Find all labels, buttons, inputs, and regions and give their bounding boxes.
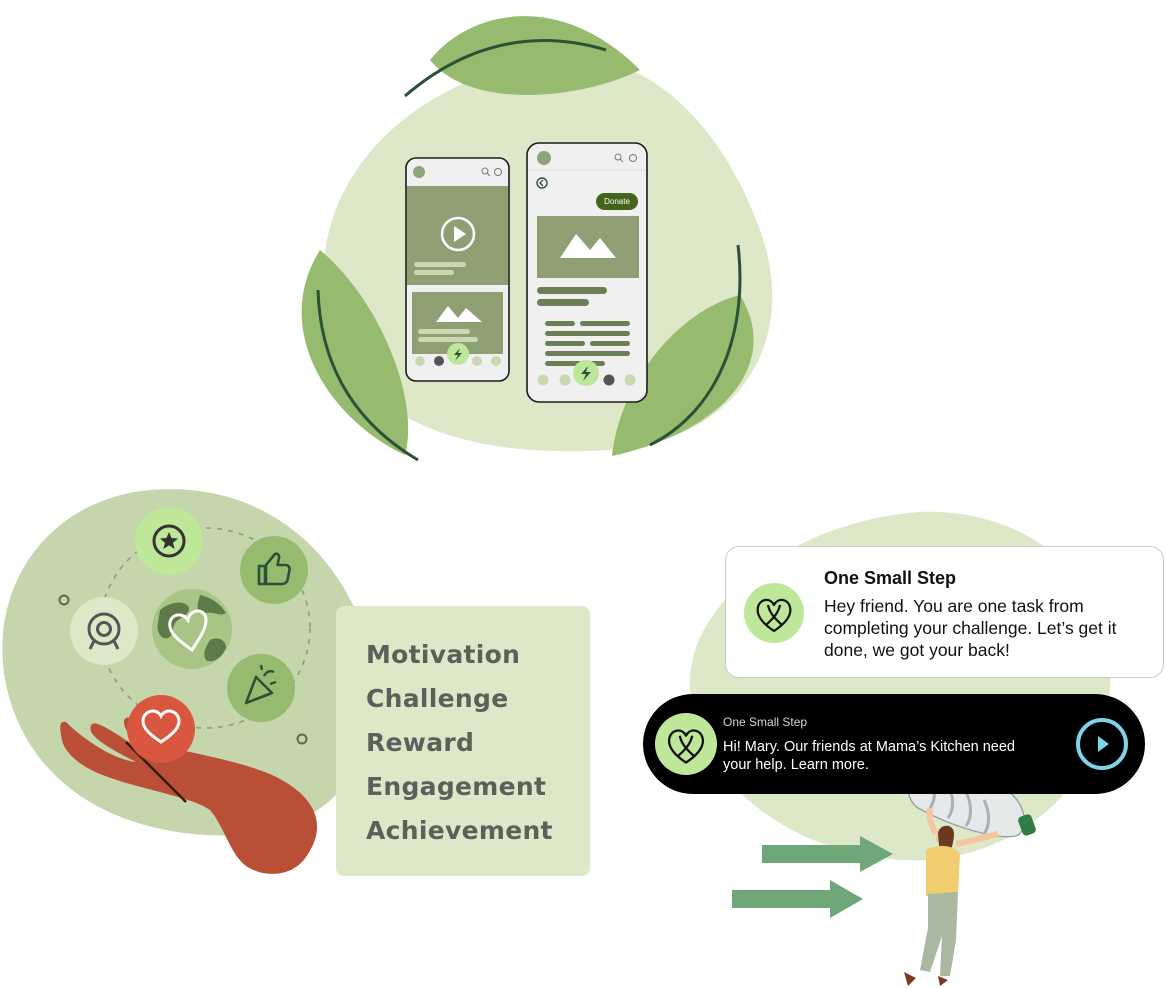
leaf-top [430, 16, 640, 95]
donate-button[interactable]: Donate [596, 193, 638, 210]
bolt-icon [454, 348, 462, 361]
phone-left [405, 157, 510, 382]
profile-icon [494, 168, 502, 176]
word-motivation: Motivation [366, 640, 521, 669]
search-icon [481, 167, 491, 177]
notification-message: Hey friend. You are one task from comple… [824, 596, 1117, 660]
person-carrying-bottle [904, 807, 999, 986]
thumbs-up-icon [240, 536, 308, 604]
heart-icon [127, 695, 195, 763]
word-achievement: Achievement [366, 816, 553, 845]
target-icon [70, 597, 138, 665]
notification-message: Hi! Mary. Our friends at Mama’s Kitchen … [723, 739, 1015, 773]
play-button[interactable] [1075, 717, 1129, 771]
leaf-right [612, 295, 754, 456]
notification-card[interactable]: One Small Step Hey friend. You are one t… [725, 546, 1164, 678]
notification-title: One Small Step [824, 568, 957, 588]
earth-heart-icon [152, 589, 232, 669]
back-arrow-icon [536, 177, 548, 189]
word-engagement: Engagement [366, 772, 547, 801]
star-icon [135, 507, 203, 575]
play-icon [440, 216, 476, 252]
notification-title: One Small Step [723, 715, 808, 729]
hand [60, 717, 318, 874]
image-icon [436, 306, 482, 322]
heart-knot-logo-icon [655, 713, 717, 775]
play-icon [1076, 718, 1128, 770]
phone-right [526, 142, 648, 403]
leaf-left [301, 250, 409, 455]
party-popper-icon [227, 654, 295, 722]
heart-knot-logo-icon [744, 583, 804, 643]
word-challenge: Challenge [366, 684, 509, 713]
right-arrow-icon [732, 880, 863, 918]
right-arrow-icon [762, 836, 893, 872]
notification-pill[interactable]: One Small Step Hi! Mary. Our friends at … [643, 694, 1145, 794]
word-reward: Reward [366, 728, 475, 757]
gamification-words-panel: Motivation Challenge Reward Engagement A… [336, 606, 590, 876]
